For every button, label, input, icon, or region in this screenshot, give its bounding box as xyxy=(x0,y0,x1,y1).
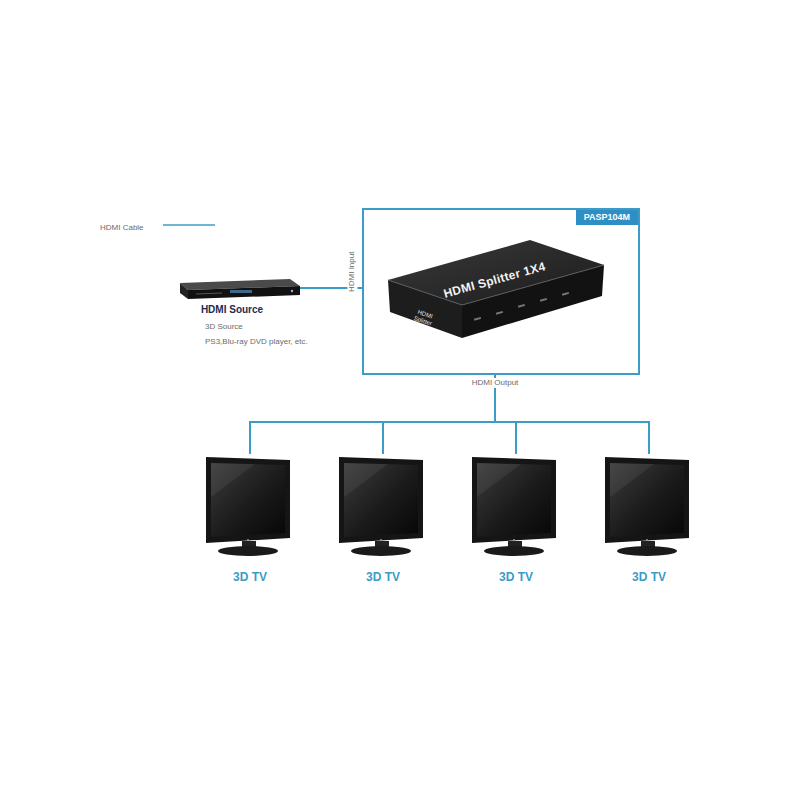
player-front xyxy=(188,286,300,299)
source-device xyxy=(180,279,300,299)
legend-line-sample xyxy=(163,224,215,226)
tv-label: 3D TV xyxy=(499,570,533,584)
tv-symbol xyxy=(472,457,556,556)
player-led xyxy=(291,290,293,292)
player-display xyxy=(230,290,252,293)
port xyxy=(562,292,569,296)
port xyxy=(518,304,525,308)
source-note: PS3,Blu-ray DVD player, etc. xyxy=(205,337,308,347)
device-print: HDMI Splitter xyxy=(408,307,441,329)
player-tray xyxy=(196,293,222,294)
tv-node: 3D TV xyxy=(200,454,300,588)
tv-node: 3D TV xyxy=(599,454,699,588)
port xyxy=(474,317,481,321)
tv-symbol xyxy=(605,457,689,556)
splitter-device xyxy=(388,240,604,338)
port-label: HDMI Output xyxy=(470,378,521,388)
source-title: HDMI Source xyxy=(201,304,263,316)
port-label: HDMI Input xyxy=(347,250,357,294)
port xyxy=(496,311,503,315)
model-tab: PASP104M xyxy=(576,210,638,225)
player-side xyxy=(180,283,188,299)
source-node: HDMI Source 3D SourcePS3,Blu-ray DVD play… xyxy=(172,272,312,352)
legend-text: HDMI Cable xyxy=(100,223,144,233)
tv-label: 3D TV xyxy=(632,570,666,584)
hdmi-cable xyxy=(250,375,495,454)
tv-symbol xyxy=(206,457,290,556)
tv-label: 3D TV xyxy=(366,570,400,584)
device-print: HDMI Splitter 1X4 xyxy=(442,259,547,301)
splitter-box: PASP104M HDMI Splitter 1X4HDMI Splitter xyxy=(362,208,640,375)
tv-node: 3D TV xyxy=(333,454,433,588)
tv-label: 3D TV xyxy=(233,570,267,584)
source-note: 3D Source xyxy=(205,322,243,332)
tv-symbol xyxy=(339,457,423,556)
port xyxy=(540,298,547,302)
legend-item: HDMI Cable xyxy=(100,216,144,234)
tv-node: 3D TV xyxy=(466,454,566,588)
